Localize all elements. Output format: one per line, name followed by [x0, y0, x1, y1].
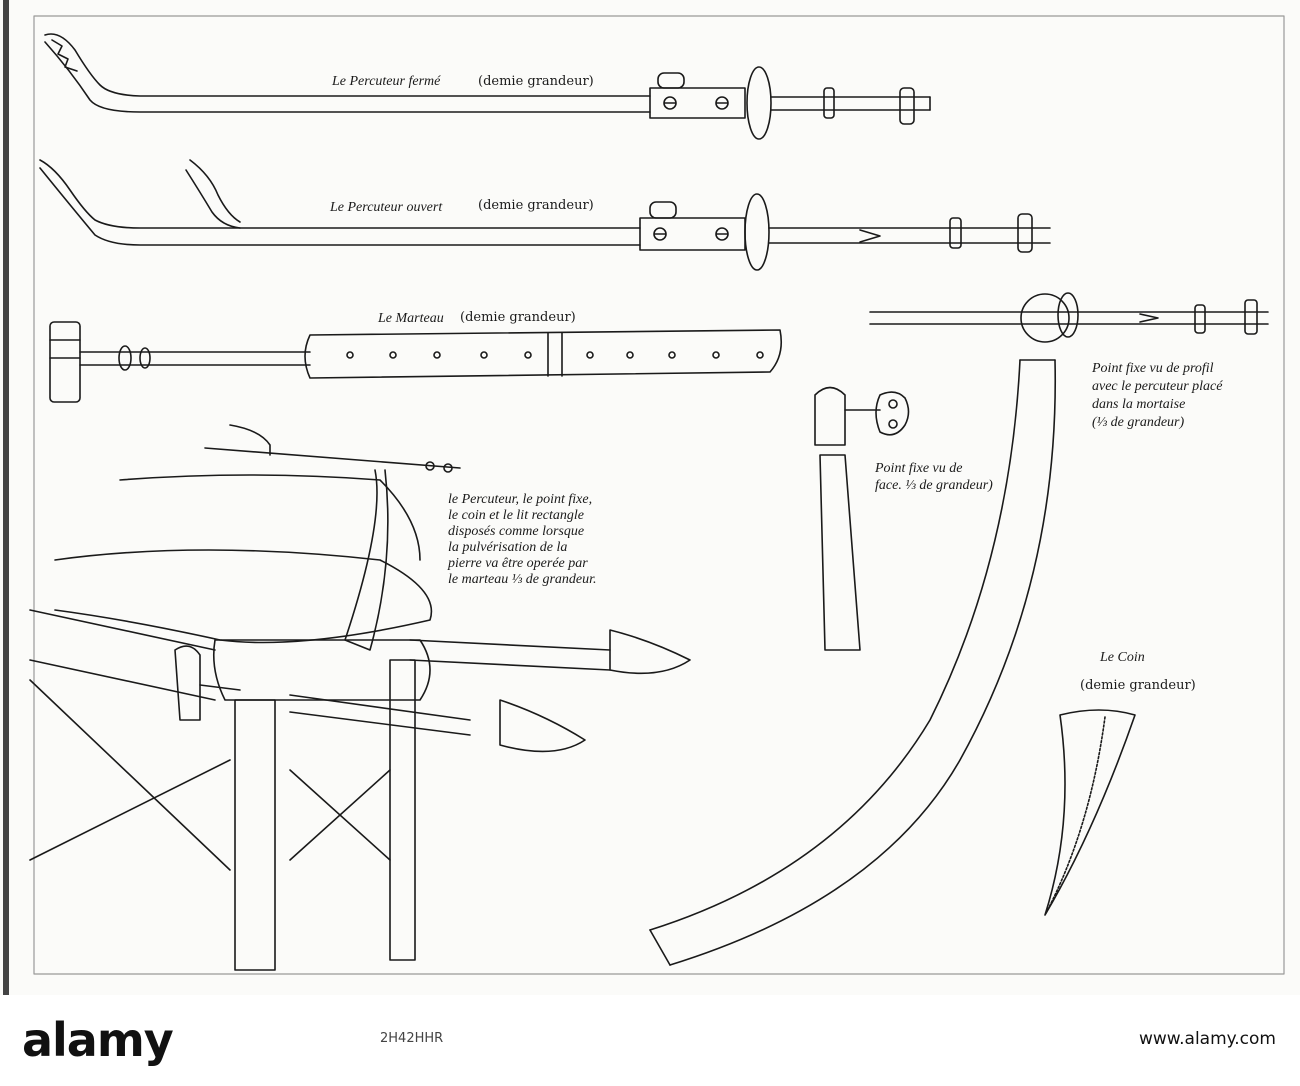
plate-drawing	[3, 0, 1285, 995]
assembly-line: la pulvérisation de la	[448, 540, 568, 555]
label-coin: Le Coin	[1100, 650, 1145, 665]
site-url: www.alamy.com	[1138, 1029, 1276, 1049]
marteau-drawing	[49, 321, 783, 403]
label-assembly: le Percuteur, le point fixe, le coin et …	[448, 492, 648, 588]
label-percuteur-ferme-size: (demie grandeur)	[478, 74, 594, 89]
label-marteau: Le Marteau	[378, 311, 444, 326]
point-fixe-face-drawing	[814, 386, 910, 651]
label-percuteur-ouvert-size: (demie grandeur)	[478, 198, 594, 213]
point-fixe-profil-line: Point fixe vu de profil	[1092, 361, 1214, 376]
assembly-line: le marteau ⅓ de grandeur.	[448, 572, 597, 587]
assembly-line: pierre va être operée par	[448, 556, 588, 571]
label-marteau-size: (demie grandeur)	[460, 310, 576, 325]
stock-footer: alamy 2H42HHR www.alamy.com	[0, 995, 1300, 1086]
assembly-line: disposés comme lorsque	[448, 524, 585, 539]
point-fixe-profil-line: avec le percuteur placé	[1092, 379, 1223, 394]
coin-drawing	[1044, 709, 1136, 916]
label-percuteur-ferme: Le Percuteur fermé	[332, 74, 441, 89]
label-percuteur-ouvert: Le Percuteur ouvert	[330, 200, 443, 215]
percuteur-ferme-drawing	[44, 33, 931, 140]
point-fixe-profil-drawing	[649, 292, 1269, 966]
plate-border	[33, 15, 1285, 975]
alamy-logo: alamy	[22, 1013, 174, 1067]
point-fixe-profil-line: (⅓ de grandeur)	[1092, 415, 1185, 430]
image-id: 2H42HHR	[380, 1031, 444, 1046]
point-fixe-face-line: Point fixe vu de	[875, 461, 963, 476]
point-fixe-face-line: face. ⅓ de grandeur)	[875, 478, 993, 493]
label-point-fixe-face: Point fixe vu de face. ⅓ de grandeur)	[875, 460, 1015, 494]
assembly-line: le Percuteur, le point fixe,	[448, 492, 593, 507]
point-fixe-profil-line: dans la mortaise	[1092, 397, 1186, 412]
percuteur-ouvert-drawing	[39, 159, 1051, 271]
engraving-plate: Le Percuteur fermé (demie grandeur) Le P…	[3, 0, 1285, 995]
assembly-line: le coin et le lit rectangle	[448, 508, 584, 523]
label-coin-size: (demie grandeur)	[1080, 678, 1196, 693]
assembly-drawing	[29, 424, 691, 971]
label-point-fixe-profil: Point fixe vu de profil avec le percuteu…	[1092, 360, 1272, 432]
